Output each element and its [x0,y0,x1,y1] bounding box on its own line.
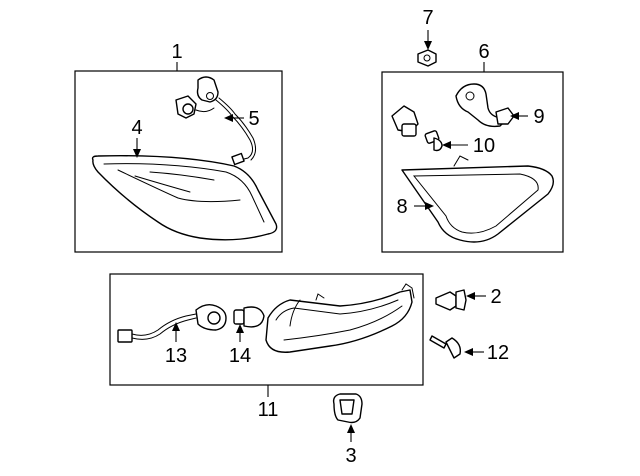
socket-wire-harness [175,76,257,166]
socket-assembly-right [455,83,515,128]
callout-8: 8 [396,196,407,218]
callout-11: 11 [258,399,279,421]
clip-3 [332,393,363,424]
callout-12: 12 [487,342,509,364]
callout-3: 3 [345,445,356,467]
socket-wire-13 [117,303,227,343]
callout-7: 7 [422,7,433,29]
tail-lamp-assembly [91,155,278,241]
screw-2 [435,289,467,311]
nut-7 [417,49,437,67]
bulb-10 [424,130,443,152]
group-box-reflector-lamp [109,273,424,386]
callout-5: 5 [248,108,259,130]
callout-2: 2 [490,286,501,308]
reflector-lamp [265,283,415,353]
callout-6: 6 [478,41,489,63]
group-box-inner-lamp [381,71,564,253]
callout-1: 1 [171,41,182,63]
callout-13: 13 [165,345,187,367]
bolt-12 [429,335,462,359]
callout-9: 9 [533,106,544,128]
callout-10: 10 [473,135,495,157]
group-box-tail-lamp [74,70,283,253]
bulb-14 [233,306,265,328]
bulb-socket-left [391,105,419,137]
callout-14: 14 [229,345,251,367]
inner-lamp-lens [401,155,555,243]
callout-4: 4 [131,117,142,139]
